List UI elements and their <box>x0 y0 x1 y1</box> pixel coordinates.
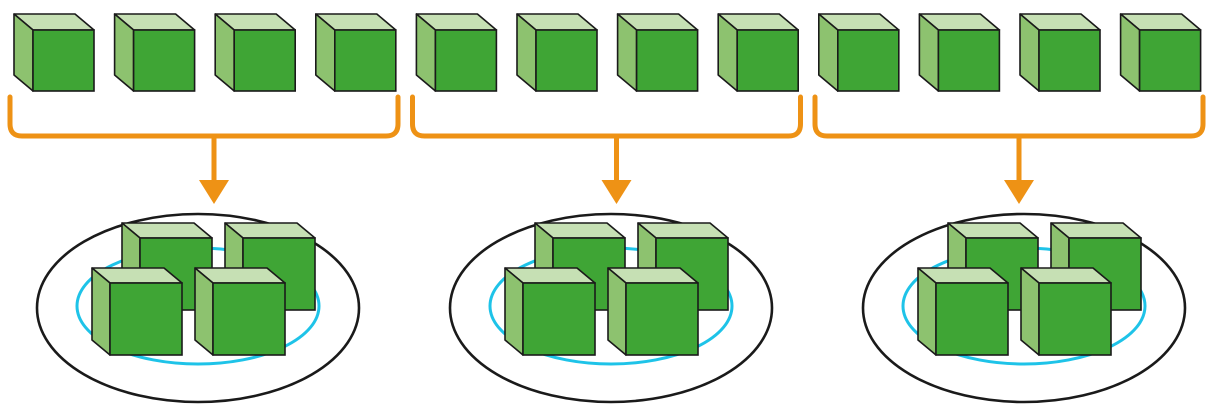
cube-front-face <box>1038 29 1101 92</box>
group-brackets <box>7 94 1206 204</box>
plate-icon <box>35 212 361 404</box>
cube-front-face <box>937 29 1001 92</box>
cube-icon <box>616 13 699 92</box>
cube-side-face <box>1020 267 1040 356</box>
cube-front-face <box>522 282 596 356</box>
bracket-line <box>812 94 1206 139</box>
cube-front-face <box>535 29 598 92</box>
cube-side-face <box>917 267 937 356</box>
bracket-icon <box>7 94 401 139</box>
cube-front-face <box>836 29 900 92</box>
cube-front-face <box>233 29 296 92</box>
cube-icon <box>717 13 800 92</box>
arrow-down-icon <box>1004 137 1034 204</box>
cube-side-face <box>607 267 627 356</box>
cube-icon <box>194 267 286 356</box>
cube-front-face <box>333 29 397 92</box>
bracket-line <box>7 94 401 139</box>
cube-side-face <box>504 267 524 356</box>
arrow-down-icon <box>199 137 229 204</box>
cube-front-face <box>32 29 95 92</box>
cube-icon <box>13 13 95 92</box>
cube-front-face <box>212 282 286 356</box>
cube-front-face <box>625 282 699 356</box>
cube-row <box>13 13 1202 92</box>
arrow-head <box>199 180 229 204</box>
arrow-down-icon <box>601 137 632 204</box>
plate-icon <box>448 212 774 404</box>
cube-front-face <box>635 29 699 92</box>
cube-front-face <box>736 29 800 92</box>
bracket-icon <box>410 94 803 139</box>
cube-icon <box>516 13 598 92</box>
cube-icon <box>214 13 297 92</box>
cube-front-face <box>434 29 498 92</box>
cube-front-face <box>109 282 183 356</box>
arrow-head <box>1004 180 1034 204</box>
cube-side-face <box>194 267 214 356</box>
cube-icon <box>918 13 1001 92</box>
cube-icon <box>91 267 183 356</box>
plate-groups <box>35 212 1187 404</box>
cube-icon <box>607 267 699 356</box>
cube-side-face <box>91 267 111 356</box>
cube-icon <box>415 13 498 92</box>
plate-icon <box>861 212 1187 404</box>
cube-icon <box>917 267 1009 356</box>
cube-icon <box>314 13 397 92</box>
cube-icon <box>817 13 900 92</box>
bracket-icon <box>812 94 1206 139</box>
cube-icon <box>1119 13 1202 92</box>
cube-icon <box>1020 267 1112 356</box>
bracket-line <box>410 94 803 139</box>
cube-front-face <box>935 282 1009 356</box>
cube-front-face <box>1038 282 1112 356</box>
cube-front-face <box>132 29 196 92</box>
arrow-head <box>601 180 632 204</box>
cube-icon <box>1019 13 1101 92</box>
cube-front-face <box>1138 29 1202 92</box>
cube-icon <box>504 267 596 356</box>
cube-icon <box>113 13 196 92</box>
